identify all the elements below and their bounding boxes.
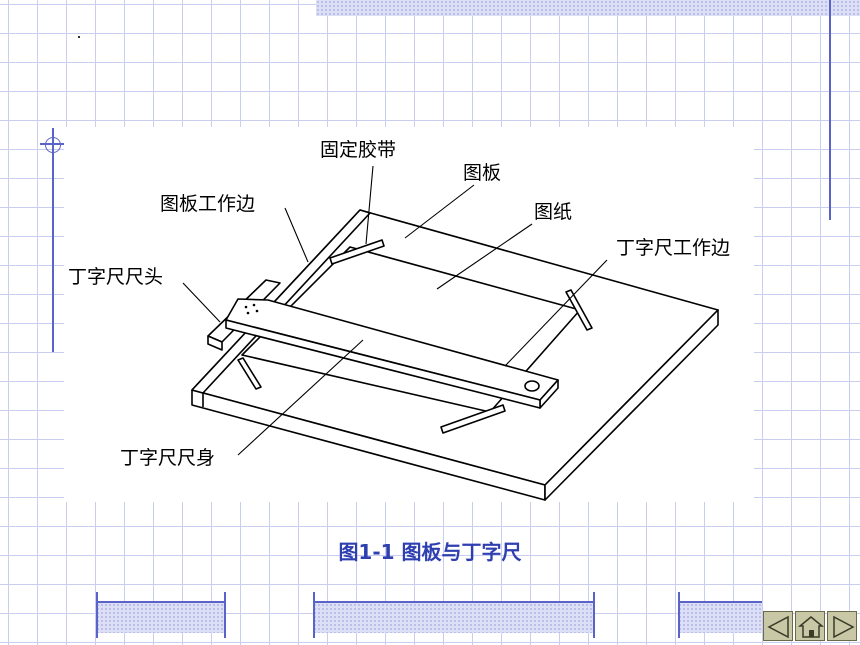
rivet-4 [255, 309, 259, 313]
leader-t-square-blade [237, 339, 364, 456]
bottom-decor-vline-3 [313, 592, 315, 638]
next-slide-button[interactable] [827, 611, 857, 641]
bottom-decor-band-2 [313, 601, 593, 633]
bottom-decor-vline-1 [96, 592, 98, 638]
rivet-3 [246, 311, 250, 315]
right-decor-line [829, 0, 831, 220]
figure-caption: 图1-1 图板与丁字尺 [338, 540, 522, 564]
tape-right [565, 289, 593, 331]
tape-bottom [440, 404, 506, 434]
label-t-square-working-edge: 丁字尺工作边 [616, 237, 730, 259]
leader-drawing-paper [436, 223, 533, 290]
rivet-2 [252, 303, 256, 307]
bottom-decor-band-3 [678, 601, 762, 633]
home-button[interactable] [795, 611, 825, 641]
leader-t-square-working-edge [504, 259, 608, 367]
label-board-working-edge: 图板工作边 [160, 193, 255, 215]
left-decor-circle [45, 137, 61, 153]
leader-t-square-head [182, 282, 221, 323]
top-decor-band [316, 0, 860, 16]
label-fixing-tape: 固定胶带 [320, 139, 396, 161]
leader-drawing-board [404, 184, 475, 239]
decor-dot [78, 36, 80, 38]
bottom-decor-vline-4 [593, 592, 595, 638]
tape-top-left [329, 239, 385, 265]
bottom-decor-vline-2 [224, 592, 226, 638]
leader-board-working-edge [284, 207, 309, 263]
label-drawing-paper: 图纸 [534, 201, 572, 223]
left-decor-vline [52, 128, 54, 352]
triangle-right-icon [833, 615, 855, 639]
triangle-left-icon [767, 615, 789, 639]
tape-left [237, 357, 262, 390]
prev-slide-button[interactable] [763, 611, 793, 641]
board-right-edge [544, 309, 719, 501]
t-square-head-side [207, 335, 223, 351]
label-t-square-blade: 丁字尺尺身 [120, 447, 215, 469]
bottom-decor-band-1 [96, 601, 224, 633]
home-icon [797, 616, 825, 638]
rivet-1 [244, 305, 248, 309]
label-t-square-head: 丁字尺尺头 [68, 266, 163, 288]
label-drawing-board: 图板 [463, 162, 501, 184]
t-square-hang-hole [524, 380, 540, 392]
t-square-blade-front [225, 319, 541, 409]
leader-fixing-tape [365, 165, 374, 245]
drawing-board-figure: 固定胶带 图板 图纸 图板工作边 丁字尺工作边 丁字尺尺头 丁字尺尺身 [68, 139, 730, 501]
bottom-decor-vline-5 [678, 592, 680, 638]
figure-panel: 固定胶带 图板 图纸 图板工作边 丁字尺工作边 丁字尺尺头 丁字尺尺身 [64, 127, 754, 502]
